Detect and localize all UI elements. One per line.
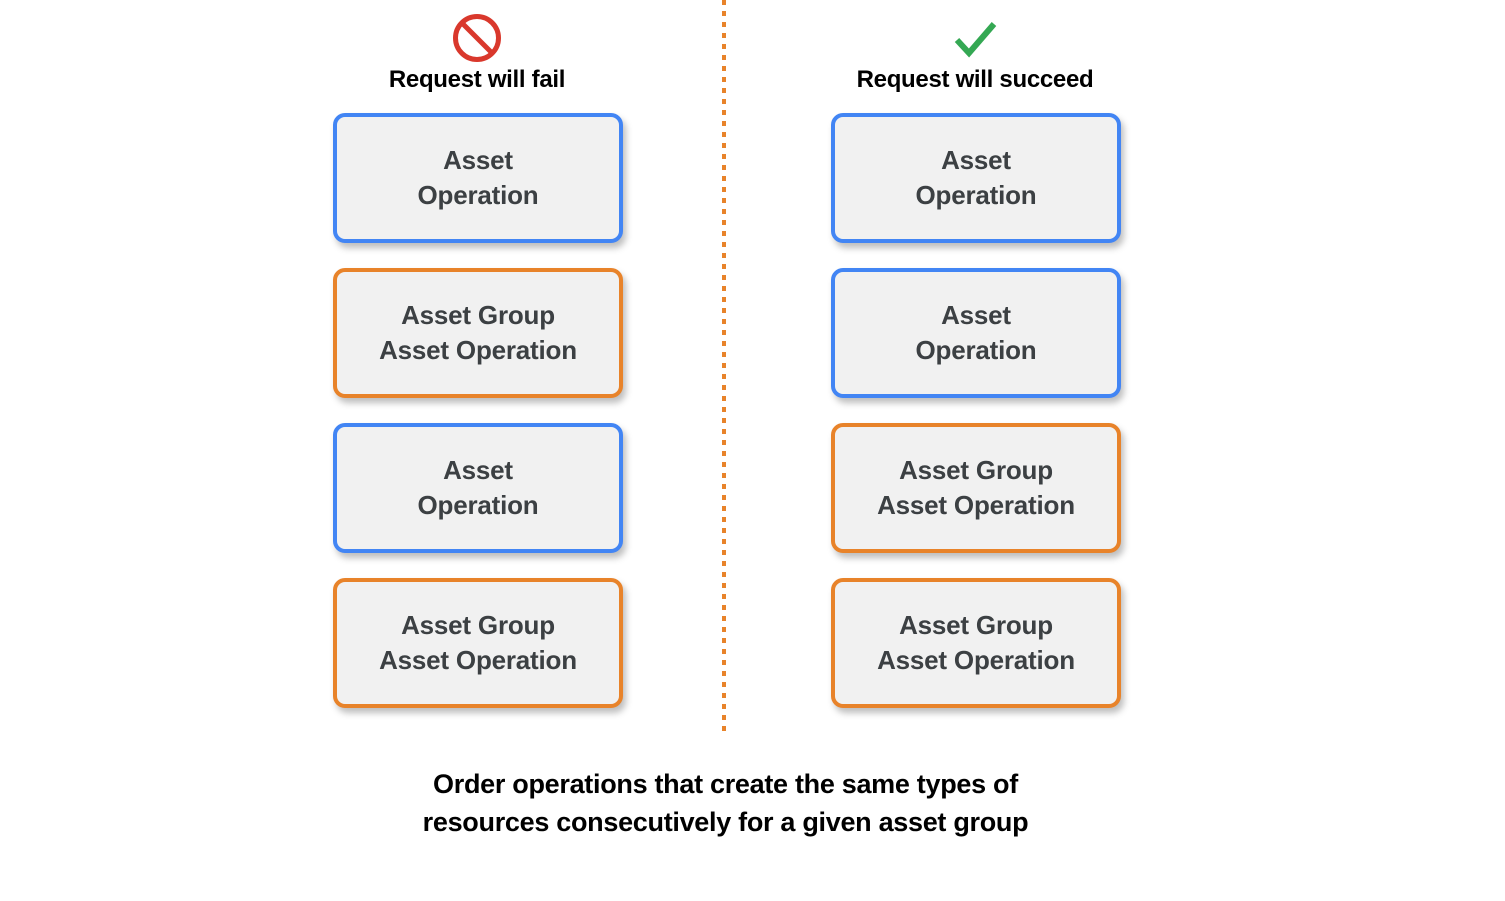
node-line-1: Asset <box>443 145 513 176</box>
node-line-2: Asset Operation <box>877 645 1075 675</box>
node-line-2: Asset Operation <box>379 335 577 365</box>
node-line-1: Asset <box>941 300 1011 331</box>
node-line-1: Asset Group <box>401 610 555 641</box>
column-title-succeed: Request will succeed <box>856 66 1094 93</box>
node-line-1: Asset <box>941 145 1011 176</box>
node-line-1: Asset Group <box>899 455 1053 486</box>
node-line-1: Asset Group <box>401 300 555 331</box>
node-label: Asset Group Asset Operation <box>871 608 1081 677</box>
column-divider-dotted-line <box>722 0 726 736</box>
diagram-caption: Order operations that create the same ty… <box>0 765 1451 842</box>
prohibition-icon <box>453 14 501 62</box>
node-line-2: Operation <box>417 180 539 210</box>
node-asset-operation[interactable]: Asset Operation <box>333 113 623 243</box>
node-label: Asset Operation <box>412 143 545 212</box>
node-line-1: Asset Group <box>899 610 1053 641</box>
node-asset-operation[interactable]: Asset Operation <box>831 268 1121 398</box>
node-asset-operation[interactable]: Asset Operation <box>333 423 623 553</box>
node-label: Asset Operation <box>412 453 545 522</box>
node-asset-group-asset-operation[interactable]: Asset Group Asset Operation <box>333 578 623 708</box>
node-asset-group-asset-operation[interactable]: Asset Group Asset Operation <box>333 268 623 398</box>
node-line-2: Operation <box>915 180 1037 210</box>
caption-line-1: Order operations that create the same ty… <box>433 769 1018 799</box>
node-asset-group-asset-operation[interactable]: Asset Group Asset Operation <box>831 423 1121 553</box>
node-list-fail: Asset Operation Asset Group Asset Operat… <box>333 113 625 708</box>
node-asset-operation[interactable]: Asset Operation <box>831 113 1121 243</box>
node-line-2: Asset Operation <box>379 645 577 675</box>
node-line-2: Operation <box>417 490 539 520</box>
column-header-succeed: Request will succeed <box>810 12 1140 94</box>
node-label: Asset Operation <box>910 298 1043 367</box>
node-line-1: Asset <box>443 455 513 486</box>
checkmark-icon <box>954 22 997 58</box>
node-label: Asset Group Asset Operation <box>871 453 1081 522</box>
node-list-succeed: Asset Operation Asset Operation Asset Gr… <box>831 113 1123 708</box>
caption-line-2: resources consecutively for a given asse… <box>422 807 1029 838</box>
node-asset-group-asset-operation[interactable]: Asset Group Asset Operation <box>831 578 1121 708</box>
column-title-fail: Request will fail <box>388 66 566 93</box>
node-label: Asset Group Asset Operation <box>373 608 583 677</box>
node-line-2: Asset Operation <box>877 490 1075 520</box>
node-label: Asset Group Asset Operation <box>373 298 583 367</box>
node-label: Asset Operation <box>910 143 1043 212</box>
column-header-fail: Request will fail <box>312 12 642 94</box>
node-line-2: Operation <box>915 335 1037 365</box>
